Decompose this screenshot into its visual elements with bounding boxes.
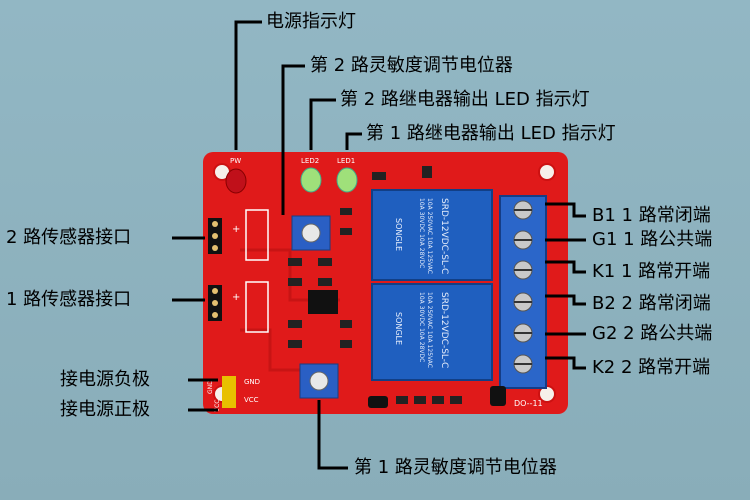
- label-g1: G1 1 路公共端: [592, 229, 713, 250]
- header-pin: [212, 221, 218, 227]
- relay-2-rating-2: 10A 30VDC 10A 28VDC: [418, 198, 425, 268]
- silk-vcc: VCC: [244, 396, 259, 404]
- comparator-ic: [308, 290, 338, 314]
- silk-plus-bottom: +: [232, 292, 240, 303]
- smd-resistor: [422, 166, 432, 178]
- diode: [368, 396, 388, 408]
- pot-screw: [301, 223, 321, 243]
- silk-header-vcc: VCC: [214, 400, 221, 412]
- sensor-silk-2: [245, 209, 269, 261]
- relay-1-brand: SONGLE: [394, 312, 403, 345]
- diode: [490, 386, 506, 406]
- relay-led-1: [336, 167, 358, 193]
- label-k1: K1 1 路常开端: [592, 261, 711, 282]
- smd-resistor: [414, 396, 426, 404]
- label-sensitivity-pot-1: 第 1 路灵敏度调节电位器: [354, 457, 557, 478]
- label-sensor-port-1: 1 路传感器接口: [6, 289, 132, 310]
- label-power-led: 电源指示灯: [266, 11, 356, 32]
- relay-2-brand: SONGLE: [394, 218, 403, 251]
- relay-1-model: SRD-12VDC-SL-C: [439, 292, 449, 368]
- power-led: [225, 168, 247, 194]
- mounting-hole: [538, 163, 556, 181]
- label-k2: K2 2 路常开端: [592, 357, 711, 378]
- label-sensitivity-pot-2: 第 2 路灵敏度调节电位器: [310, 55, 513, 76]
- silk-header-gnd: GND: [207, 380, 214, 394]
- smd-resistor: [372, 172, 386, 180]
- label-power-negative: 接电源负极: [60, 369, 150, 390]
- leader-lines: [172, 20, 586, 470]
- label-relay-led-1: 第 1 路继电器输出 LED 指示灯: [366, 123, 616, 144]
- silk-led1: LED1: [337, 157, 355, 165]
- relay-1: [371, 283, 493, 381]
- smd-resistor: [288, 278, 302, 286]
- silk-board-id: DO--11: [514, 399, 543, 408]
- label-sensor-port-2: 2 路传感器接口: [6, 227, 132, 248]
- smd-resistor: [340, 208, 352, 215]
- label-g2: G2 2 路公共端: [592, 323, 713, 344]
- sensor-silk-1: [245, 281, 269, 333]
- smd-resistor: [288, 320, 302, 328]
- label-power-positive: 接电源正极: [60, 399, 150, 420]
- pot-screw: [309, 371, 329, 391]
- header-pin: [212, 288, 218, 294]
- relay-led-2: [300, 167, 322, 193]
- smd-resistor: [340, 340, 352, 348]
- silk-led2: LED2: [301, 157, 319, 165]
- relay-2: [371, 189, 493, 281]
- label-b1: B1 1 路常闭端: [592, 205, 711, 226]
- silk-gnd: GND: [244, 378, 260, 386]
- relay-1-rating-2: 10A 30VDC 10A 28VDC: [418, 292, 425, 362]
- smd-resistor: [318, 258, 332, 266]
- smd-resistor: [432, 396, 444, 404]
- smd-resistor: [318, 278, 332, 286]
- smd-resistor: [340, 320, 352, 328]
- label-relay-led-2: 第 2 路继电器输出 LED 指示灯: [340, 89, 590, 110]
- smd-resistor: [450, 396, 462, 404]
- relay-2-rating-1: 10A 250VAC 10A 125VAC: [426, 198, 433, 274]
- relay-1-rating-1: 10A 250VAC 10A 125VAC: [426, 292, 433, 368]
- label-b2: B2 2 路常闭端: [592, 293, 711, 314]
- silk-plus-top: +: [232, 224, 240, 235]
- header-pin: [212, 233, 218, 239]
- relay-2-model: SRD-12VDC-SL-C: [439, 198, 449, 274]
- smd-resistor: [340, 228, 352, 235]
- smd-resistor: [288, 340, 302, 348]
- header-pin: [212, 300, 218, 306]
- power-header: [222, 376, 236, 408]
- silk-pw: PW: [230, 157, 241, 165]
- smd-resistor: [396, 396, 408, 404]
- header-pin: [212, 245, 218, 251]
- smd-resistor: [288, 258, 302, 266]
- header-pin: [212, 312, 218, 318]
